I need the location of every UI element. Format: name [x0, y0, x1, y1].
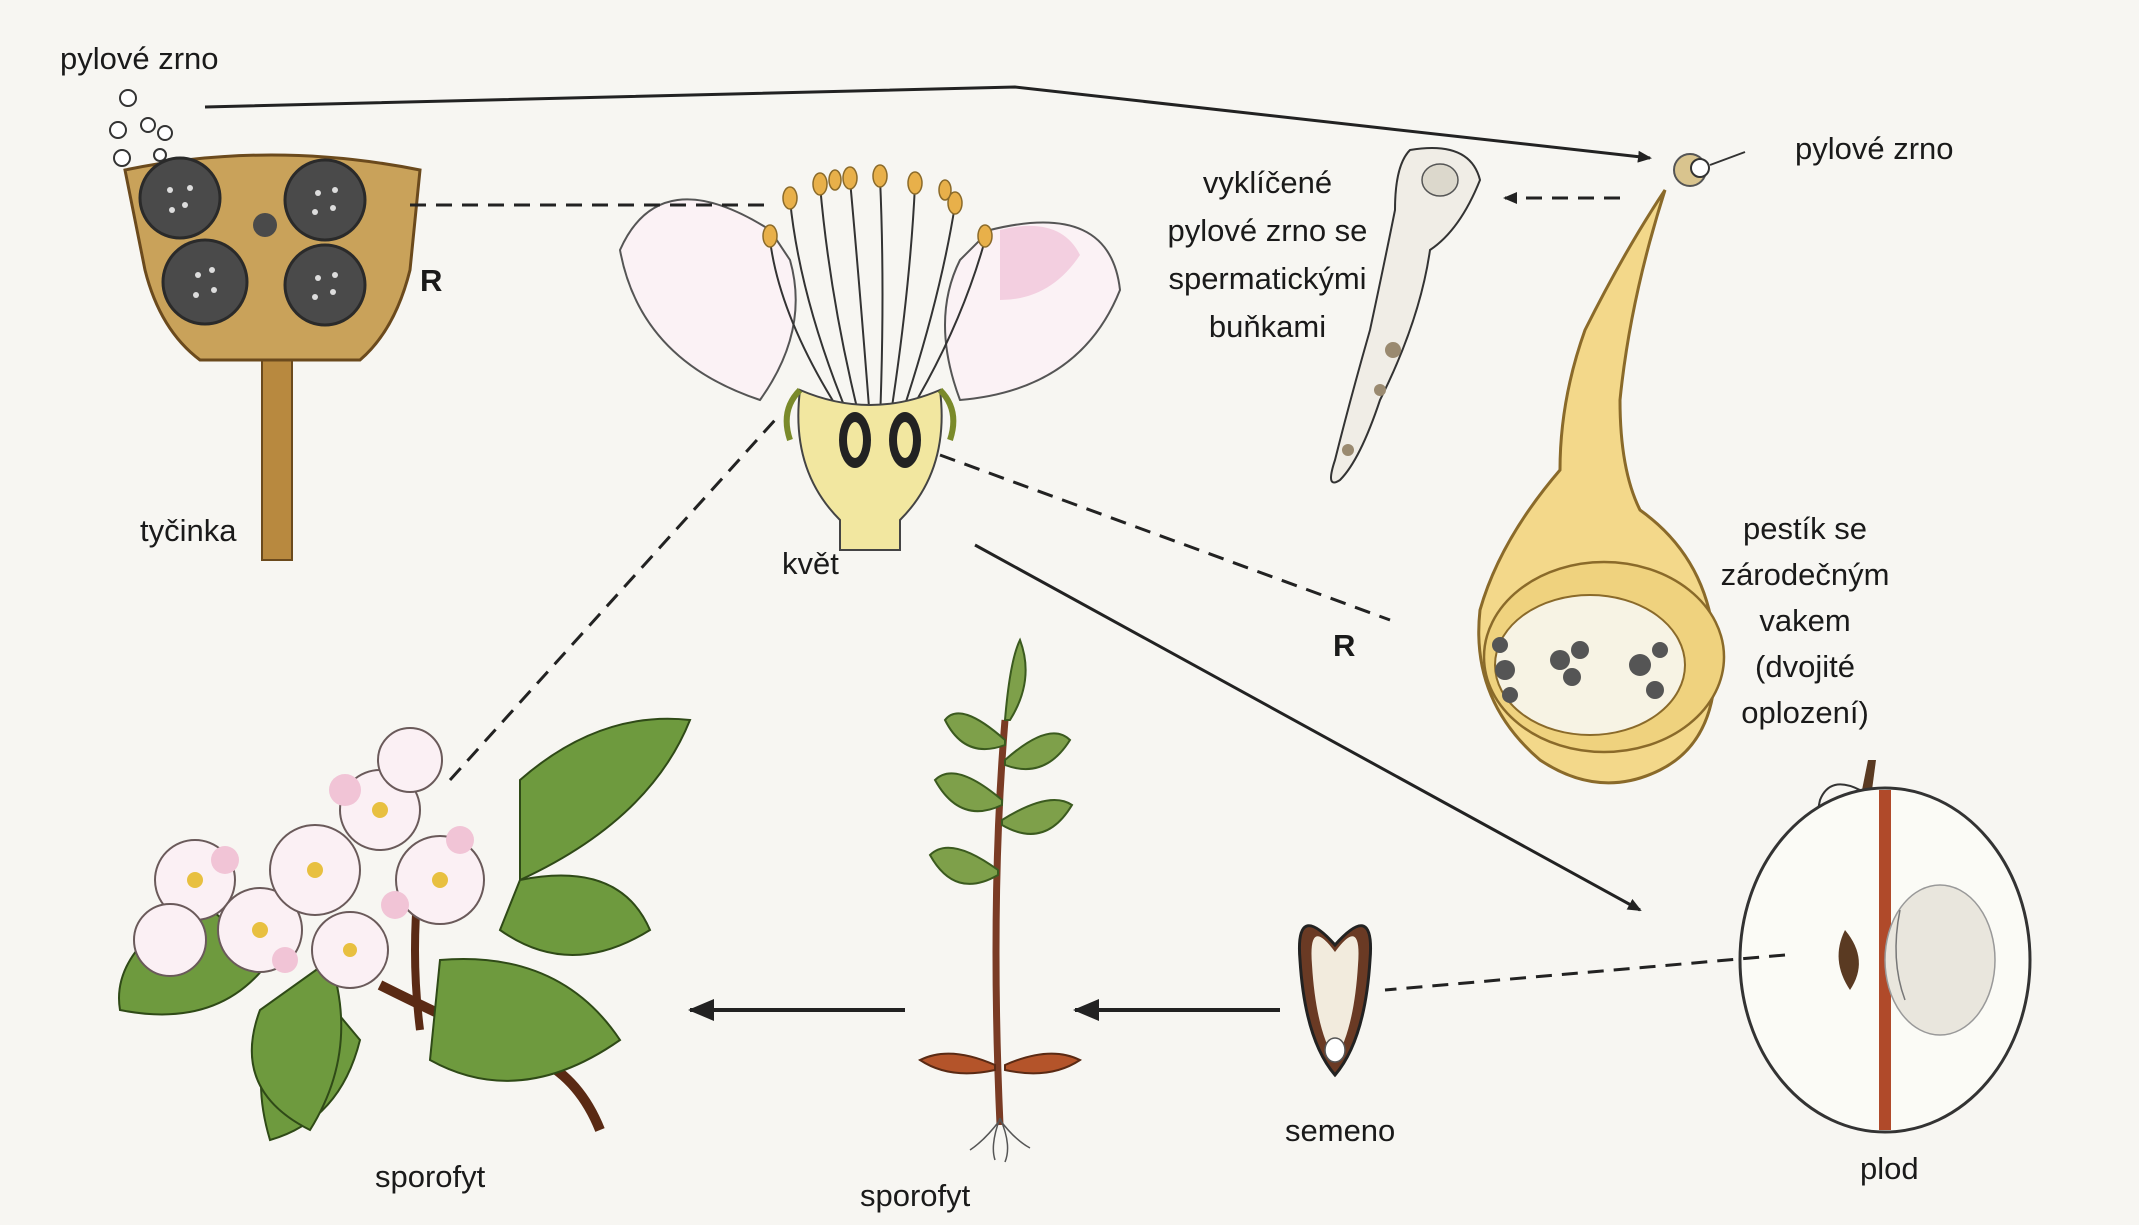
label-pistil-line1: pestík se — [1705, 510, 1905, 547]
label-ovule-r-mark: R — [1333, 628, 1355, 664]
label-sporophyte-plant: sporofyt — [375, 1158, 485, 1195]
label-pistil-line4: (dvojité — [1705, 648, 1905, 685]
label-sporophyte-seedling: sporofyt — [860, 1177, 970, 1214]
pistil-with-embryo-sac-icon — [1479, 152, 1745, 783]
label-flower: květ — [782, 545, 839, 582]
pollen-grains-icon — [110, 90, 172, 166]
label-pollen-grain-top: pylové zrno — [60, 40, 219, 77]
label-stamen: tyčinka — [140, 512, 236, 549]
label-pollen-grain-right: pylové zrno — [1795, 130, 1954, 167]
label-pistil-line5: oplození) — [1705, 694, 1905, 731]
label-seed: semeno — [1285, 1112, 1395, 1149]
apple-fruit-icon — [1740, 760, 2030, 1132]
seed-icon — [1299, 926, 1370, 1075]
label-pistil-line3: vakem — [1705, 602, 1905, 639]
seedling-icon — [920, 640, 1080, 1162]
label-anther-r-mark: R — [420, 263, 442, 299]
label-germinated-pollen-line1: vyklíčené — [1140, 164, 1395, 201]
label-pistil-line2: zárodečným — [1705, 556, 1905, 593]
anther-cross-section-icon — [125, 155, 420, 560]
label-germinated-pollen-line3: spermatickými — [1140, 260, 1395, 297]
dashed-line-fruit-to-seed — [1385, 955, 1785, 990]
label-germinated-pollen-line2: pylové zrno se — [1140, 212, 1395, 249]
label-fruit: plod — [1860, 1150, 1919, 1187]
flowering-branch-icon — [119, 719, 690, 1140]
label-germinated-pollen-line4: buňkami — [1140, 308, 1395, 345]
dashed-line-flower-to-pistil — [940, 455, 1390, 620]
